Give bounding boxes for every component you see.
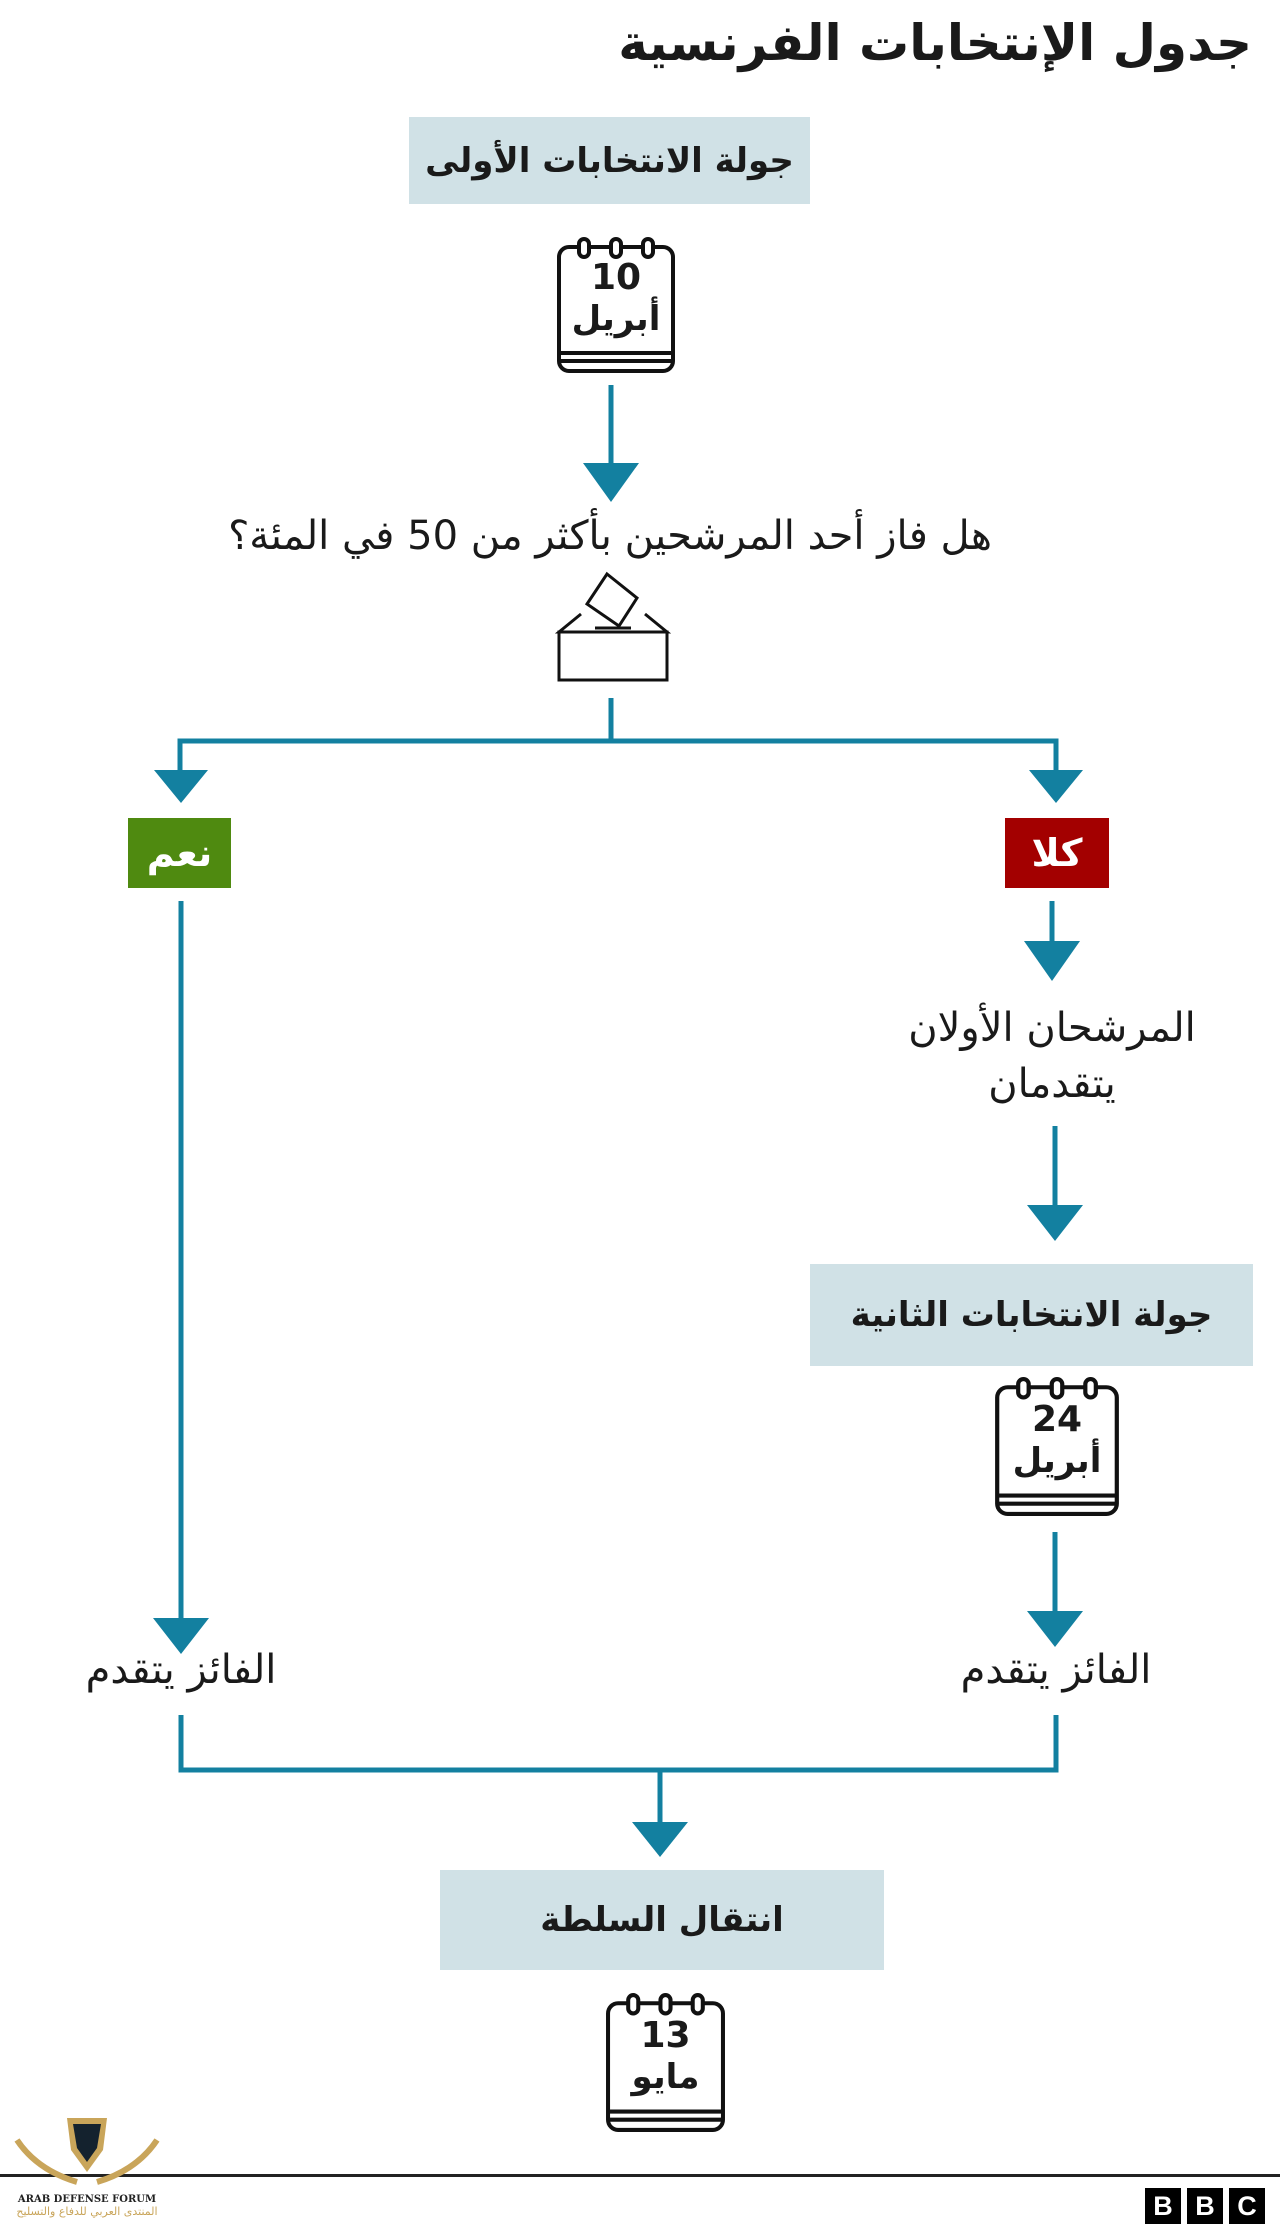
arrowhead <box>153 1618 209 1654</box>
first-round-box: جولة الانتخابات الأولى <box>409 117 810 204</box>
question-text: هل فاز أحد المرشحين بأكثر من 50 في المئة… <box>228 513 992 559</box>
arrowhead <box>1024 941 1080 981</box>
page-title: جدول الإنتخابات الفرنسية <box>618 14 1252 72</box>
second-round-label: جولة الانتخابات الثانية <box>850 1295 1213 1335</box>
handover-box: انتقال السلطة <box>440 1870 884 1970</box>
calendar-icon: 13 مايو <box>604 1991 727 2134</box>
calendar-icon: 10 أبريل <box>555 235 677 375</box>
ballot-box-icon <box>554 570 672 684</box>
arrowhead <box>1029 770 1083 803</box>
no-badge: كلا <box>1005 818 1109 888</box>
arab-defense-forum-watermark: ARAB DEFENSE FORUM المنتدى العربي للدفاع… <box>7 2110 167 2232</box>
calendar-icon: 24 أبريل <box>993 1375 1121 1518</box>
arrowhead <box>1027 1611 1083 1647</box>
arrowhead <box>632 1822 688 1857</box>
arrowhead <box>154 770 208 803</box>
winner-advances-left: الفائز يتقدم <box>85 1647 277 1693</box>
handover-label: انتقال السلطة <box>540 1900 784 1940</box>
arrowhead <box>1027 1205 1083 1241</box>
footer-divider <box>0 2174 1280 2177</box>
yes-badge: نعم <box>128 818 231 888</box>
top-two-advance-text: المرشحان الأولان يتقدمان <box>908 1005 1196 1107</box>
winner-advances-right: الفائز يتقدم <box>960 1647 1152 1693</box>
bbc-logo: B B C <box>1145 2188 1265 2224</box>
first-round-label: جولة الانتخابات الأولى <box>425 140 794 181</box>
arrowhead <box>583 463 639 502</box>
second-round-box: جولة الانتخابات الثانية <box>810 1264 1253 1366</box>
